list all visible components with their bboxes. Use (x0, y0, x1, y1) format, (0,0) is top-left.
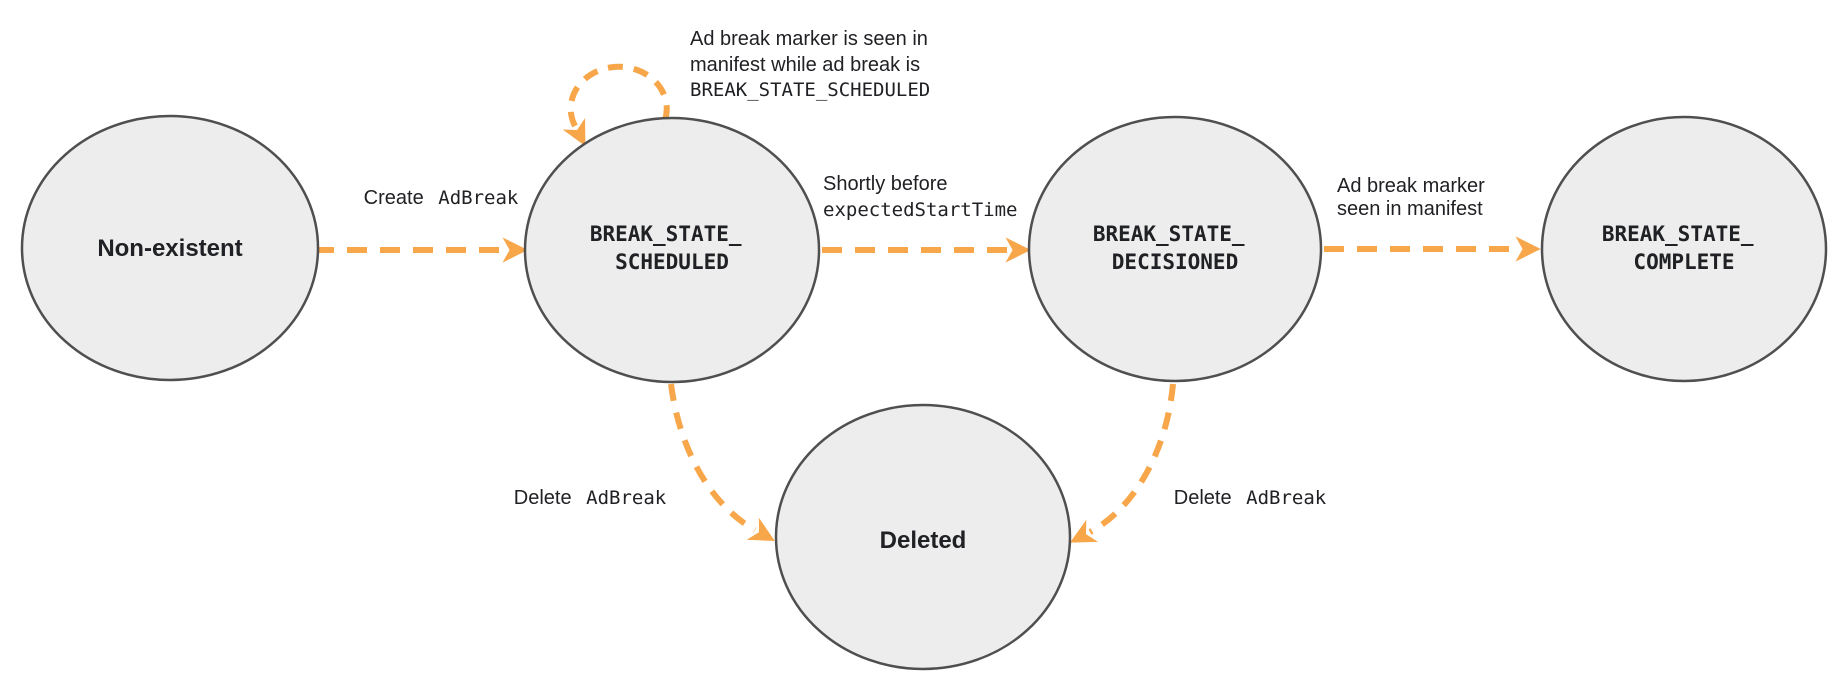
state-break-state-complete (1540, 115, 1828, 383)
edge-self-loop-scheduled (562, 63, 670, 147)
state-break-state-decisioned (1027, 115, 1323, 383)
state-scheduled-label-line1: BREAK_STATE_ (590, 222, 742, 246)
state-decisioned-label-line2: DECISIONED (1112, 250, 1238, 274)
edge-label-self-loop-line1: Ad break marker is seen in (690, 28, 928, 50)
state-break-state-scheduled-label: BREAK_STATE_ SCHEDULED (590, 222, 754, 274)
state-decisioned-label-line1: BREAK_STATE_ (1093, 222, 1245, 246)
edge-label-delete-right-plain: Delete (1174, 487, 1232, 509)
edge-label-marker-seen: Ad break marker seen in manifest (1337, 175, 1490, 220)
edge-label-shortly-before: Shortly before expectedStartTime (823, 173, 1017, 221)
edge-label-create-plain: Create (364, 187, 424, 209)
state-complete-label-line2: COMPLETE (1633, 250, 1734, 274)
edge-label-self-loop-code: BREAK_STATE_SCHEDULED (690, 79, 930, 101)
state-complete-label-line1: BREAK_STATE_ (1602, 222, 1754, 246)
edge-label-delete-left-plain: Delete (514, 487, 572, 509)
edge-label-create-code: AdBreak (438, 187, 519, 209)
state-break-state-decisioned-label: BREAK_STATE_ DECISIONED (1093, 222, 1257, 274)
state-break-state-scheduled (523, 116, 821, 384)
edge-label-delete-left-code: AdBreak (586, 487, 667, 509)
edge-label-marker-seen-line1: Ad break marker (1337, 175, 1485, 197)
state-deleted (774, 403, 1072, 671)
state-non-existent (20, 114, 320, 382)
edge-label-create-adbreak: Create AdBreak (364, 187, 519, 209)
edge-label-marker-seen-line2: seen in manifest (1337, 198, 1483, 220)
edge-label-shortly-before-code: expectedStartTime (823, 199, 1017, 221)
edge-label-delete-adbreak-right: Delete AdBreak (1174, 487, 1327, 509)
edge-label-shortly-before-plain: Shortly before (823, 173, 948, 195)
edge-label-delete-adbreak-left: Delete AdBreak (514, 487, 667, 509)
state-scheduled-label-line2: SCHEDULED (615, 250, 729, 274)
edge-decisioned-to-deleted (1069, 383, 1176, 543)
state-break-state-complete-label: BREAK_STATE_ COMPLETE (1602, 222, 1766, 274)
state-non-existent-label: Non-existent (97, 235, 242, 262)
state-deleted-label: Deleted (880, 527, 967, 554)
edge-label-self-loop-line2: manifest while ad break is (690, 54, 920, 76)
edge-label-self-loop: Ad break marker is seen in manifest whil… (690, 28, 933, 101)
edge-scheduled-to-deleted (668, 383, 775, 542)
edge-label-delete-right-code: AdBreak (1246, 487, 1327, 509)
